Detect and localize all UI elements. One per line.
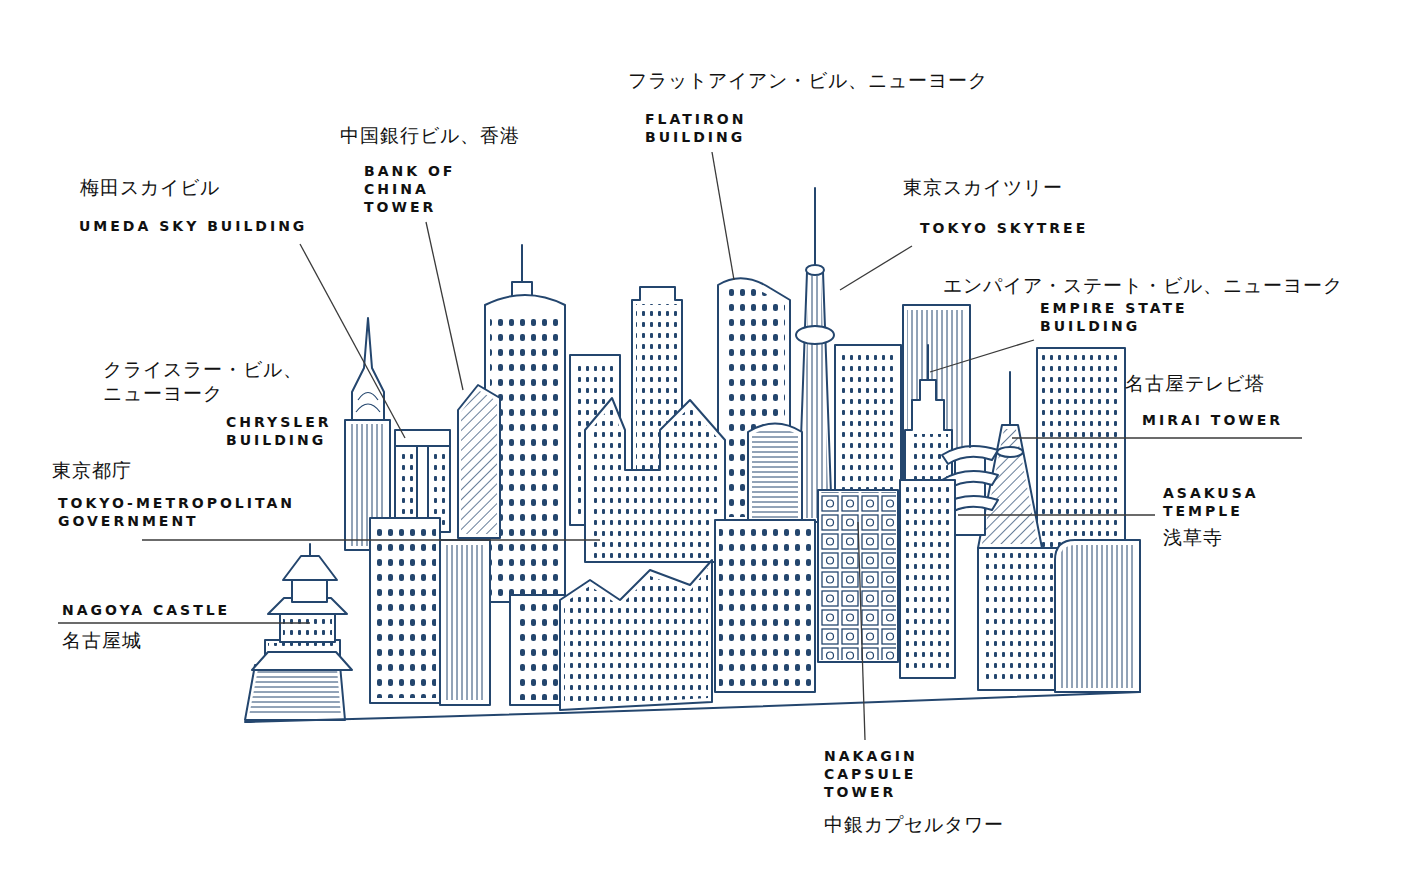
leader-line bbox=[958, 514, 1155, 515]
nakagin-capsule-tower bbox=[818, 490, 898, 662]
bank-of-china-tower bbox=[458, 385, 500, 538]
windows bbox=[589, 405, 721, 558]
castle-ornament bbox=[309, 544, 311, 556]
windows bbox=[283, 613, 332, 639]
castle-wall bbox=[245, 665, 345, 720]
windows bbox=[839, 352, 897, 504]
skytree bbox=[798, 272, 832, 522]
leader-line bbox=[712, 152, 734, 280]
hatch bbox=[752, 428, 798, 518]
ground-line bbox=[245, 692, 1140, 722]
english-label: BANK OF CHINA TOWER bbox=[364, 162, 479, 216]
english-label: MIRAI TOWER bbox=[1142, 411, 1283, 429]
japanese-label: 東京都庁 bbox=[52, 458, 132, 482]
pagoda-finial bbox=[969, 425, 971, 447]
windows bbox=[904, 485, 951, 673]
english-label: NAKAGIN CAPSULE TOWER bbox=[824, 747, 942, 801]
building bbox=[748, 424, 802, 523]
hatch bbox=[1059, 545, 1136, 688]
japanese-label: フラットアイアン・ビル、ニューヨーク bbox=[628, 68, 988, 92]
building-top bbox=[512, 282, 532, 296]
japanese-label: 梅田スカイビル bbox=[80, 175, 220, 199]
english-label: CHRYSLER BUILDING bbox=[226, 413, 344, 449]
castle-roof bbox=[252, 652, 352, 670]
building bbox=[978, 548, 1058, 690]
building bbox=[1055, 540, 1140, 692]
leader-line bbox=[930, 340, 1034, 372]
lattice bbox=[982, 429, 1038, 544]
windows bbox=[564, 568, 708, 706]
windows bbox=[514, 600, 561, 700]
japanese-label: 東京スカイツリー bbox=[903, 175, 1063, 199]
empire-spire bbox=[927, 345, 929, 380]
hatch bbox=[461, 390, 497, 534]
chrysler-crown bbox=[356, 393, 380, 413]
japanese-label: 中国銀行ビル、香港 bbox=[340, 123, 520, 147]
windows bbox=[398, 448, 414, 528]
windows bbox=[374, 524, 436, 698]
english-label: NAGOYA CASTLE bbox=[62, 601, 230, 619]
windows bbox=[431, 448, 447, 528]
leader-line bbox=[58, 622, 310, 623]
leader-line bbox=[1012, 437, 1302, 438]
pagoda bbox=[955, 450, 985, 535]
tokyo-metropolitan-government bbox=[585, 398, 725, 562]
leader-line bbox=[858, 522, 865, 740]
english-label: TOKYO SKYTREE bbox=[920, 219, 1088, 237]
japanese-label: クライスラー・ビル、ニューヨーク bbox=[103, 357, 308, 405]
building bbox=[900, 480, 955, 678]
building bbox=[560, 560, 712, 710]
leader-line bbox=[300, 244, 405, 438]
building bbox=[440, 540, 490, 705]
pagoda-roof bbox=[942, 446, 998, 464]
japanese-label: 中銀カプセルタワー bbox=[824, 812, 1004, 836]
leader-line bbox=[840, 246, 912, 290]
english-label: EMPIRE STATE BUILDING bbox=[1040, 299, 1230, 335]
hatch bbox=[444, 545, 486, 700]
leader-line bbox=[426, 222, 463, 390]
japanese-label: エンパイア・ステート・ビル、ニューヨーク bbox=[943, 273, 1343, 297]
skytree-hatch bbox=[801, 276, 829, 518]
english-label: UMEDA SKY BUILDING bbox=[79, 217, 307, 235]
umeda-bridge bbox=[395, 430, 450, 446]
japanese-label: 名古屋城 bbox=[62, 628, 142, 652]
windows bbox=[719, 526, 811, 687]
english-label: ASAKUSA TEMPLE bbox=[1163, 484, 1288, 520]
windows bbox=[982, 553, 1054, 685]
english-label: TOKYO-METROPOLITAN GOVERNMENT bbox=[58, 494, 358, 530]
stone-hatch bbox=[249, 669, 341, 716]
building bbox=[370, 518, 440, 703]
japanese-label: 浅草寺 bbox=[1163, 525, 1223, 549]
tv-tower bbox=[978, 425, 1042, 548]
tv-tower-antenna bbox=[1009, 372, 1011, 425]
skytree-deck bbox=[796, 326, 834, 344]
skytree-deck bbox=[806, 265, 824, 275]
castle-roof bbox=[283, 556, 337, 580]
building bbox=[835, 345, 901, 510]
skytree-mast bbox=[814, 188, 816, 272]
leader-line bbox=[142, 539, 600, 540]
capsules bbox=[820, 492, 896, 660]
building bbox=[715, 520, 815, 692]
tv-tower-deck bbox=[997, 447, 1023, 457]
english-label: FLATIRON BUILDING bbox=[645, 110, 775, 146]
building bbox=[510, 595, 565, 705]
japanese-label: 名古屋テレビ塔 bbox=[1125, 371, 1265, 395]
